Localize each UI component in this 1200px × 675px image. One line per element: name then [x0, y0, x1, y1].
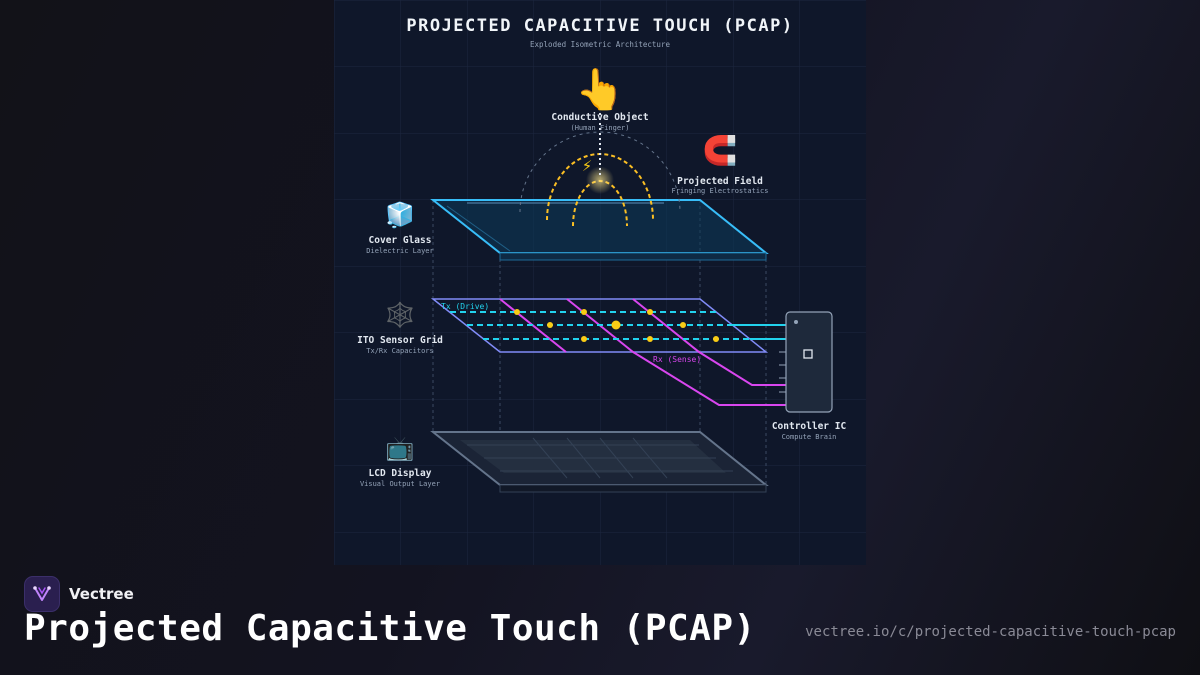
rx-sense-label: Rx (Sense) [653, 355, 701, 364]
brand[interactable]: Vectree [24, 576, 134, 612]
cover-glass-sublabel: Dielectric Layer [366, 247, 433, 255]
diagram-subtitle: Exploded Isometric Architecture [530, 40, 670, 49]
projected-field-arcs [519, 108, 681, 227]
field-label: Projected Field [677, 176, 763, 187]
page-title: Projected Capacitive Touch (PCAP) [24, 608, 756, 649]
lcd-sublabel: Visual Output Layer [360, 480, 440, 488]
brand-name: Vectree [69, 585, 134, 603]
magnet-icon: 🧲 [703, 134, 738, 167]
diagram-panel: PROJECTED CAPACITIVE TOUCH (PCAP) Explod… [334, 0, 866, 565]
cover-glass [430, 199, 769, 261]
field-sublabel: Fringing Electrostatics [672, 187, 769, 195]
lcd-display [430, 431, 769, 493]
lcd-label: LCD Display [369, 468, 432, 479]
diagram-title: PROJECTED CAPACITIVE TOUCH (PCAP) [406, 16, 793, 36]
source-url[interactable]: vectree.io/c/projected-capacitive-touch-… [805, 624, 1176, 640]
finger-sublabel: (Human Finger) [570, 124, 629, 132]
tx-drive-label: Tx (Drive) [441, 302, 489, 311]
diagram-svg: PROJECTED CAPACITIVE TOUCH (PCAP) Explod… [334, 0, 866, 565]
controller-ic [779, 311, 833, 413]
cover-glass-label: Cover Glass [369, 235, 432, 246]
pointing-finger-icon: 👆 [575, 66, 625, 113]
controller-label: Controller IC [772, 421, 847, 432]
spider-web-icon: 🕸️ [385, 301, 415, 329]
vectree-logo-icon [24, 576, 60, 612]
ito-sensor-grid [430, 298, 786, 406]
controller-sublabel: Compute Brain [782, 433, 837, 441]
lightning-icon: ⚡ [582, 156, 592, 176]
ice-cube-icon: 🧊 [385, 201, 415, 229]
finger-label: Conductive Object [551, 112, 648, 123]
ito-grid-label: ITO Sensor Grid [357, 335, 443, 346]
television-icon: 📺 [386, 436, 415, 462]
ito-grid-sublabel: Tx/Rx Capacitors [366, 347, 433, 355]
